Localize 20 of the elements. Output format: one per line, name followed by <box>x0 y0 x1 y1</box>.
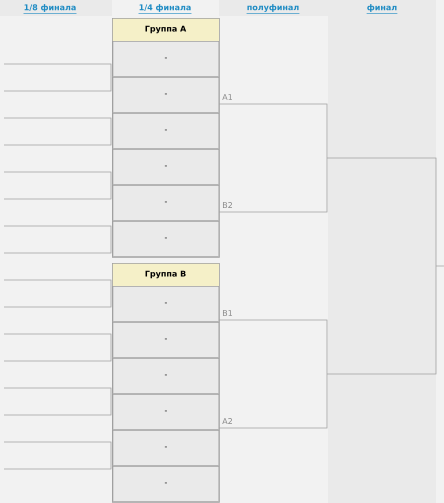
match-cell: - <box>112 394 220 430</box>
match-cell: - <box>112 322 220 358</box>
slot-label: A2 <box>222 418 232 424</box>
match-cell: - <box>112 221 220 257</box>
match-cell: - <box>112 358 220 394</box>
match-cell: - <box>112 286 220 322</box>
match-cell: - <box>112 77 220 113</box>
match-cell: - <box>112 185 220 221</box>
column-link: 1/8 финала <box>23 4 77 14</box>
slot-label: B2 <box>222 202 232 208</box>
match-cell: - <box>112 41 220 77</box>
match-cell: - <box>112 466 220 502</box>
slot-label: A1 <box>222 94 232 100</box>
slot-label: B1 <box>222 310 232 316</box>
column-link: полуфинал <box>246 4 300 14</box>
match-cell: - <box>112 113 220 149</box>
match-cell: - <box>112 430 220 466</box>
column-link: финал <box>366 4 398 14</box>
column-link: 1/4 финала <box>138 4 192 14</box>
match-cell: - <box>112 149 220 185</box>
